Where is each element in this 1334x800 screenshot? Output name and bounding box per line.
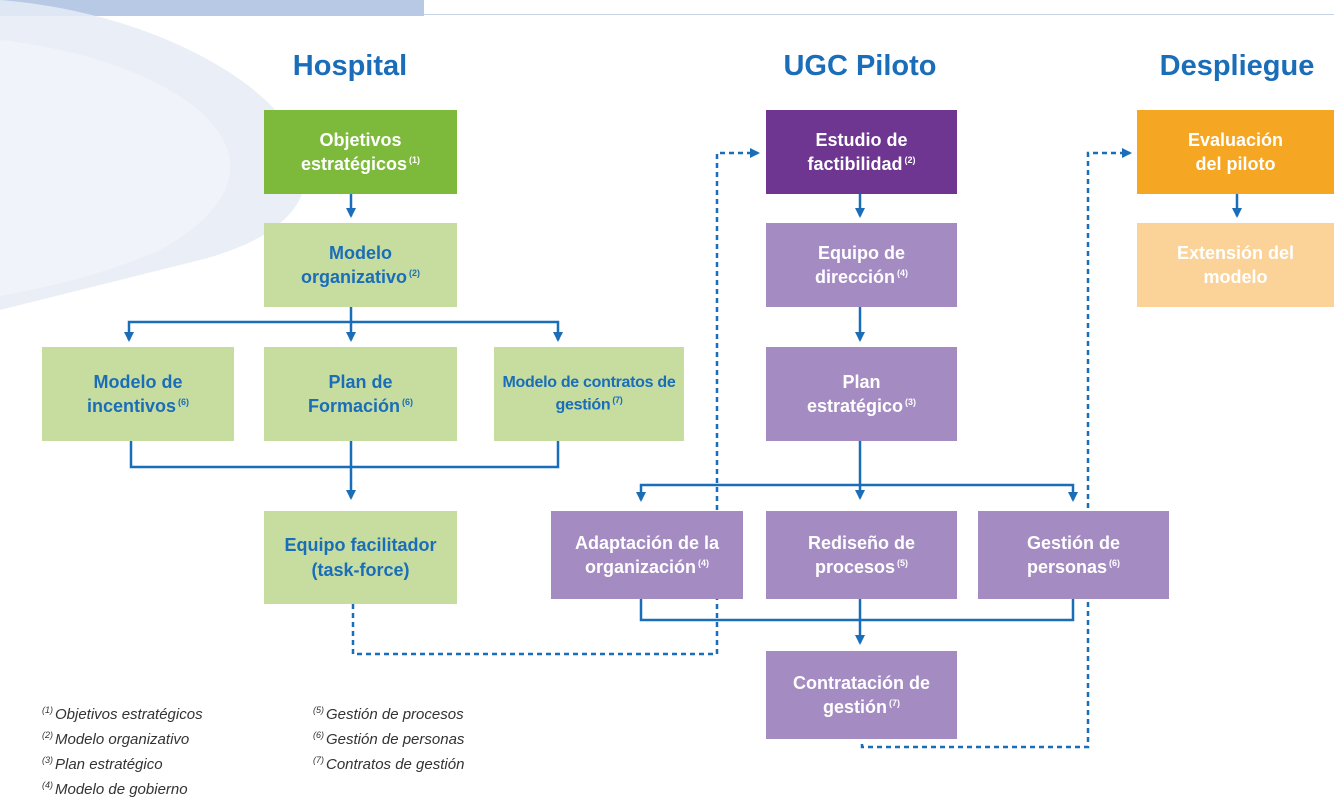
legend-item: (4)Modelo de gobierno [42, 780, 188, 798]
box-facilitador: Equipo facilitador (task-force) [264, 511, 457, 604]
box-incentivos-label: Modelo de incentivos [86, 371, 183, 416]
box-rediseno-label: Rediseño de procesos [807, 532, 916, 577]
box-gestion-personas: Gestión de personas(6) [978, 511, 1169, 599]
top-rule [424, 14, 1334, 15]
legend-item: (5)Gestión de procesos [313, 705, 464, 723]
box-evaluacion: Evaluación del piloto [1137, 110, 1334, 194]
box-objetivos-ref: (1) [409, 155, 421, 165]
box-modelo-organizativo-ref: (2) [409, 268, 420, 278]
box-contratos-ref: (7) [612, 394, 623, 405]
box-contratacion: Contratación de gestión(7) [766, 651, 957, 739]
box-direccion: Equipo de dirección(4) [766, 223, 957, 307]
branch-hospital-top [127, 320, 560, 340]
box-factibilidad-label: Estudio de factibilidad [807, 129, 908, 174]
box-facilitador-label: Equipo facilitador (task-force) [284, 535, 437, 580]
box-modelo-organizativo: Modelo organizativo(2) [264, 223, 457, 307]
box-extension-label: Extensión del modelo [1176, 242, 1295, 287]
legend-item: (1)Objetivos estratégicos [42, 705, 203, 723]
box-modelo-organizativo-label: Modelo organizativo [300, 242, 407, 287]
box-direccion-ref: (4) [897, 268, 909, 278]
box-factibilidad: Estudio de factibilidad(2) [766, 110, 957, 194]
box-incentivos: Modelo de incentivos(6) [42, 347, 234, 441]
merge-hospital-bottom [129, 441, 560, 469]
header-ugc-piloto: UGC Piloto [783, 50, 937, 82]
box-adaptacion: Adaptación de la organización(4) [551, 511, 743, 599]
merge-ugc-bottom [639, 599, 1075, 622]
legend-item: (3)Plan estratégico [42, 755, 163, 773]
header-hospital: Hospital [292, 50, 408, 82]
box-extension: Extensión del modelo [1137, 223, 1334, 307]
branch-ugc-top [639, 483, 1075, 498]
box-factibilidad-ref: (2) [904, 155, 916, 165]
box-evaluacion-label: Evaluación del piloto [1187, 129, 1284, 174]
box-gestion-personas-ref: (6) [1109, 558, 1121, 568]
box-formacion: Plan de Formación(6) [264, 347, 457, 441]
box-formacion-label: Plan de Formación [307, 371, 400, 416]
box-incentivos-ref: (6) [178, 397, 190, 407]
dashed-contratacion-evaluacion [860, 148, 1132, 749]
box-formacion-ref: (6) [402, 397, 413, 407]
box-contratos-label: Modelo de contratos de gestión [502, 374, 676, 414]
dashed-facilitador-factibilidad [351, 148, 760, 656]
top-banner [0, 0, 424, 16]
header-despliegue: Despliegue [1159, 50, 1315, 82]
legend-left: (1)Objetivos estratégicos (2)Modelo orga… [42, 700, 203, 800]
legend-right: (5)Gestión de procesos (6)Gestión de per… [313, 700, 464, 775]
box-contratacion-ref: (7) [889, 698, 900, 708]
box-rediseno-ref: (5) [897, 558, 909, 568]
box-plan-estrategico-ref: (3) [905, 397, 917, 407]
box-plan-estrategico: Plan estratégico(3) [766, 347, 957, 441]
box-objetivos-label: Objetivos estratégicos [300, 129, 408, 174]
legend-item: (6)Gestión de personas [313, 730, 465, 748]
box-adaptacion-label: Adaptación de la organización [574, 532, 720, 577]
box-objetivos: Objetivos estratégicos(1) [264, 110, 457, 194]
box-adaptacion-ref: (4) [698, 558, 709, 568]
box-gestion-personas-label: Gestión de personas [1026, 532, 1120, 577]
legend-item: (7)Contratos de gestión [313, 755, 465, 773]
box-plan-estrategico-label: Plan estratégico [806, 371, 904, 416]
box-rediseno: Rediseño de procesos(5) [766, 511, 957, 599]
box-contratos: Modelo de contratos de gestión(7) [494, 347, 684, 441]
legend-item: (2)Modelo organizativo [42, 730, 190, 748]
box-direccion-label: Equipo de dirección [814, 242, 905, 287]
box-contratacion-label: Contratación de gestión [792, 672, 930, 717]
